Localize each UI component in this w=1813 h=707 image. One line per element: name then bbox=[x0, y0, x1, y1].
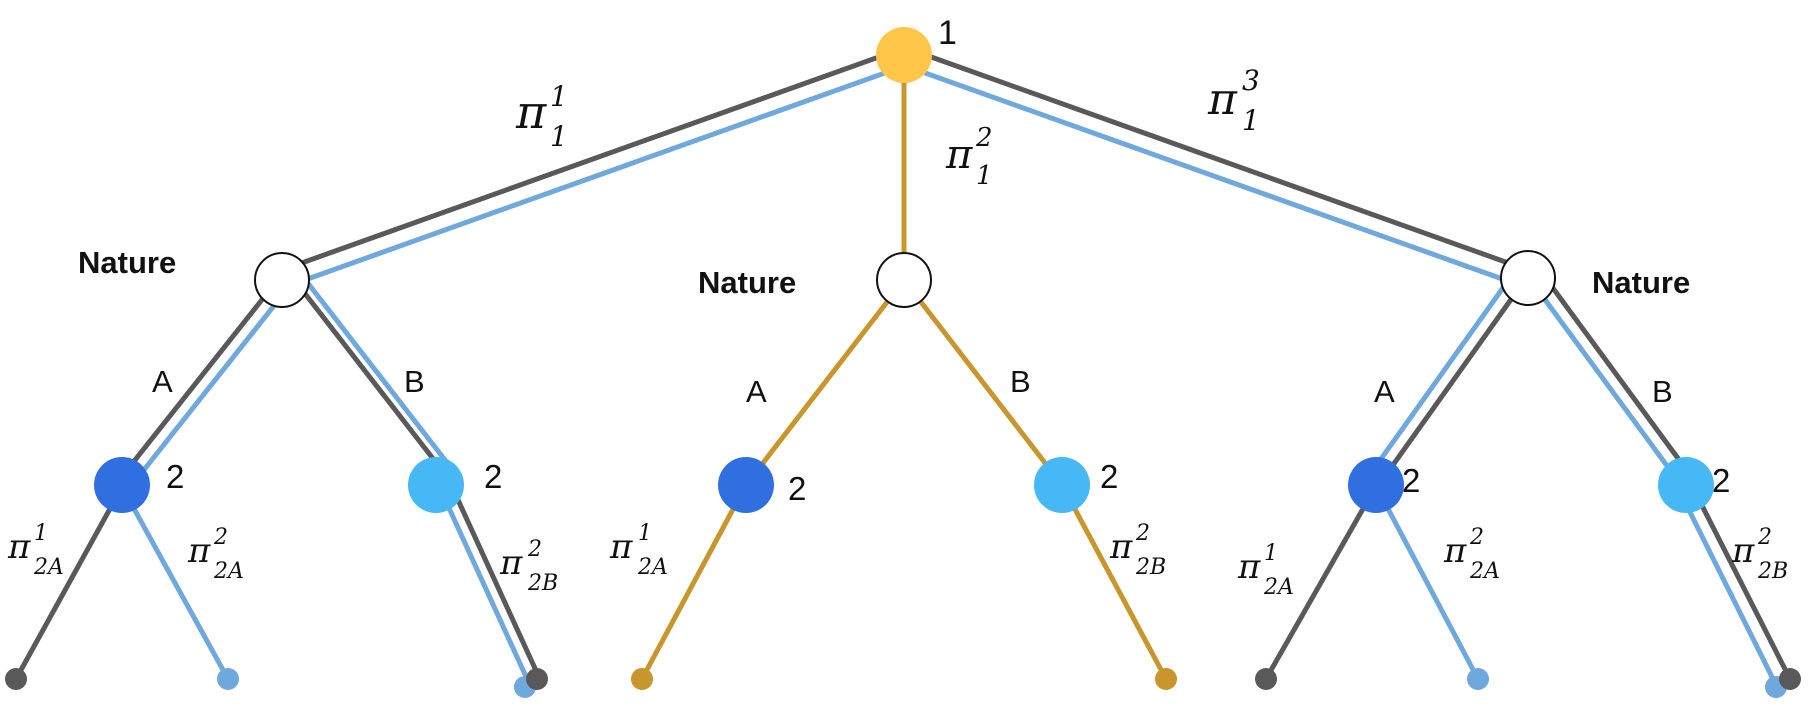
middle-nature-edge-a bbox=[744, 278, 906, 487]
left-nature-edge-b bbox=[294, 271, 454, 480]
left-nature-edge-a bbox=[114, 280, 290, 492]
svg-text:2B: 2B bbox=[527, 571, 558, 596]
right-nature-edge-a bbox=[1363, 276, 1525, 488]
left-2a-edge-1 bbox=[13, 485, 125, 681]
branch-label-b: B bbox=[1010, 364, 1031, 399]
policy-label-root-middle: π 2 1 bbox=[945, 123, 993, 191]
svg-text:2: 2 bbox=[1135, 521, 1150, 546]
policy-label-root-right: π 3 1 bbox=[1207, 64, 1260, 137]
leaf-node bbox=[5, 668, 27, 690]
policy-label-middle-2b-2: π 2 2B bbox=[1109, 521, 1166, 580]
player-2-label: 2 bbox=[166, 458, 184, 495]
root-player-label: 1 bbox=[938, 14, 957, 52]
player-2-label: 2 bbox=[1712, 462, 1730, 499]
svg-text:1: 1 bbox=[34, 521, 48, 546]
right-2b-edge-2 bbox=[1673, 476, 1793, 687]
svg-text:π: π bbox=[945, 132, 973, 178]
right-2a-edge-2 bbox=[1373, 484, 1481, 681]
player-2-label: 2 bbox=[1402, 462, 1420, 499]
svg-text:1: 1 bbox=[1242, 104, 1260, 137]
leaf-node bbox=[1155, 668, 1177, 690]
svg-text:2A: 2A bbox=[1263, 575, 1294, 600]
policy-label-middle-2a-1: π 1 2A bbox=[609, 521, 668, 580]
svg-text:1: 1 bbox=[976, 161, 993, 191]
leaf-node bbox=[1779, 668, 1801, 690]
policy-label-left-2b-2: π 2 2B bbox=[499, 537, 558, 596]
policy-label-left-2a-1: π 1 2A bbox=[7, 521, 64, 580]
svg-text:π: π bbox=[1237, 547, 1261, 587]
nature-label-right: Nature bbox=[1592, 265, 1690, 300]
root-node-player-1 bbox=[876, 27, 932, 83]
policy-label-left-2a-2: π 2 2A bbox=[187, 525, 244, 584]
policy-label-root-left: π 1 1 bbox=[515, 80, 568, 153]
svg-text:π: π bbox=[1443, 531, 1467, 571]
svg-text:1: 1 bbox=[550, 120, 568, 153]
svg-text:2A: 2A bbox=[637, 555, 668, 580]
svg-text:2: 2 bbox=[527, 537, 542, 562]
nature-label-middle: Nature bbox=[698, 265, 796, 300]
policy-label-right-2a-2: π 2 2A bbox=[1443, 525, 1500, 584]
svg-text:2: 2 bbox=[975, 123, 993, 153]
svg-text:π: π bbox=[515, 85, 547, 139]
right-2a-edge-1 bbox=[1263, 484, 1379, 681]
svg-text:2: 2 bbox=[1469, 525, 1484, 550]
svg-text:2: 2 bbox=[213, 525, 228, 550]
left-node-2a bbox=[94, 457, 150, 513]
svg-text:π: π bbox=[499, 543, 523, 583]
policy-label-right-2a-1: π 1 2A bbox=[1237, 541, 1294, 600]
svg-text:2B: 2B bbox=[1135, 555, 1166, 580]
svg-text:2A: 2A bbox=[33, 555, 64, 580]
svg-text:3: 3 bbox=[1242, 64, 1260, 97]
leaf-node bbox=[1467, 668, 1489, 690]
right-nature-edge-b bbox=[1529, 274, 1691, 480]
left-2a-edge-2 bbox=[119, 485, 231, 681]
branch-label-b: B bbox=[404, 364, 425, 399]
branch-label-a: A bbox=[746, 374, 767, 409]
player-2-label: 2 bbox=[788, 470, 806, 507]
middle-nature-edge-b bbox=[902, 278, 1064, 487]
right-node-2a bbox=[1348, 457, 1404, 513]
nature-label-left: Nature bbox=[78, 245, 176, 280]
nature-node-middle bbox=[876, 252, 932, 308]
root-edge-right bbox=[899, 45, 1529, 289]
player-2-label: 2 bbox=[1100, 458, 1118, 495]
root-edge-left bbox=[281, 45, 911, 289]
svg-text:π: π bbox=[1207, 74, 1238, 125]
svg-text:1: 1 bbox=[638, 521, 652, 546]
middle-2b-edge bbox=[1059, 483, 1169, 681]
branch-label-b: B bbox=[1652, 374, 1673, 409]
svg-text:1: 1 bbox=[1264, 541, 1278, 566]
middle-2a-edge bbox=[639, 483, 749, 681]
right-node-2b bbox=[1658, 457, 1714, 513]
branch-label-a: A bbox=[1374, 374, 1395, 409]
svg-text:2A: 2A bbox=[213, 559, 244, 584]
left-node-2b bbox=[408, 457, 464, 513]
middle-node-2a bbox=[718, 457, 774, 513]
leaf-node bbox=[1255, 668, 1277, 690]
svg-text:π: π bbox=[1731, 531, 1755, 571]
leaf-node bbox=[526, 668, 548, 690]
left-2b-edge-2 bbox=[435, 476, 541, 683]
svg-text:1: 1 bbox=[550, 80, 568, 113]
branch-label-a: A bbox=[152, 364, 173, 399]
player-2-label: 2 bbox=[484, 458, 502, 495]
svg-text:π: π bbox=[7, 527, 31, 567]
svg-text:π: π bbox=[609, 527, 633, 567]
leaf-node bbox=[217, 668, 239, 690]
nature-node-right bbox=[1500, 250, 1556, 306]
svg-text:2B: 2B bbox=[1757, 559, 1788, 584]
leaf-node bbox=[631, 668, 653, 690]
svg-text:2: 2 bbox=[1757, 525, 1772, 550]
nature-node-left bbox=[254, 252, 310, 308]
middle-node-2b bbox=[1034, 457, 1090, 513]
svg-text:π: π bbox=[1109, 527, 1133, 567]
svg-text:2A: 2A bbox=[1469, 559, 1500, 584]
policy-label-right-2b-2: π 2 2B bbox=[1731, 525, 1788, 584]
svg-text:π: π bbox=[187, 531, 211, 571]
